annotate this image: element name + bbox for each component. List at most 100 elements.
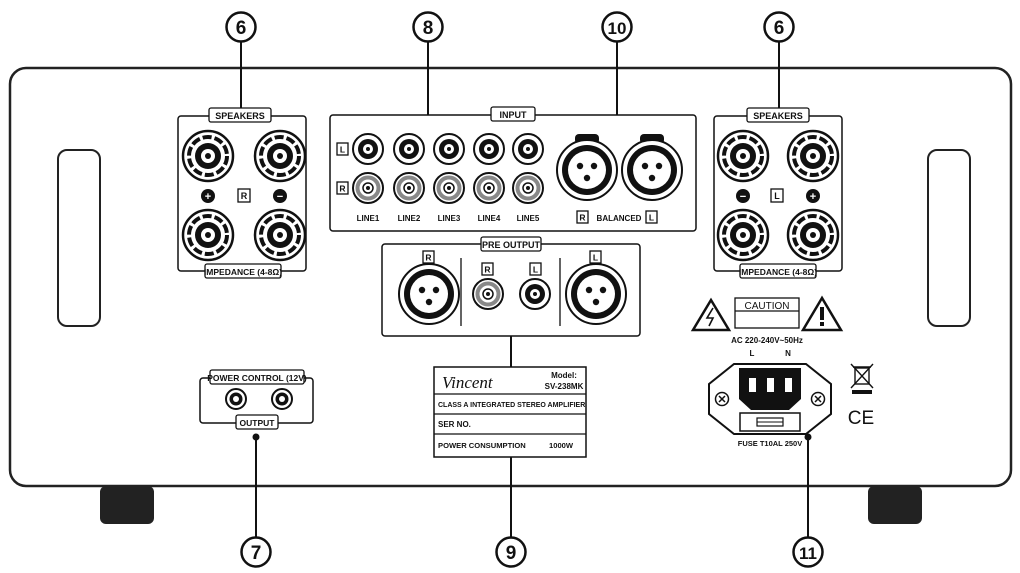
svg-text:9: 9 [506,543,517,564]
svg-text:R: R [484,265,490,275]
balanced-r-label: R [579,213,585,223]
speaker-terminal[interactable] [181,129,235,183]
plus-icon [201,189,215,203]
svg-text:POWER CONSUMPTION: POWER CONSUMPTION [438,441,526,450]
speaker-terminal[interactable] [253,129,307,183]
speaker-terminal[interactable] [253,208,307,262]
brand-logo: Vincent [442,373,494,392]
input-section: INPUT L R LINE1 LINE2 LINE3 LINE4 LINE5 … [329,106,697,232]
trigger-jack[interactable] [271,388,293,410]
svg-text:−: − [740,191,746,203]
speaker-terminal[interactable] [716,129,770,183]
speakers-right-impedance: IMPEDANCE (4-8Ω) [739,267,817,277]
speaker-terminal[interactable] [786,208,840,262]
handle-left [57,149,101,327]
power-control-section: POWER CONTROL (12V) OUTPUT [199,369,314,430]
rca-jack-line1-l[interactable] [352,133,384,165]
ce-mark: CE [848,408,874,429]
pre-output-section: PRE OUTPUT R R L L [381,236,641,337]
svg-text:11: 11 [799,544,817,563]
trigger-jack[interactable] [225,388,247,410]
power-control-output: OUTPUT [240,418,276,428]
line-label: LINE4 [478,214,501,223]
callout-9: 9 [495,536,527,568]
svg-text:FUSE T10AL 250V: FUSE T10AL 250V [738,439,802,448]
svg-text:R: R [425,253,431,263]
rca-jack-line2-l[interactable] [393,133,425,165]
svg-text:6: 6 [774,18,785,39]
line-label: LINE2 [398,214,421,223]
rca-pre-output-r[interactable] [471,277,505,311]
pre-output-title: PRE OUTPUT [482,240,541,250]
balanced-label: BALANCED [597,214,642,223]
rca-jack-line3-r[interactable] [432,171,466,205]
svg-text:L: L [533,265,538,275]
rca-jack-line5-r[interactable] [511,171,545,205]
input-row-l: L [340,145,345,155]
rca-jack-line3-l[interactable] [433,133,465,165]
caution-label: CAUTION AC 220-240V~50Hz [690,295,844,345]
line-label: LINE5 [517,214,540,223]
svg-text:AC 220-240V~50Hz: AC 220-240V~50Hz [731,336,803,345]
xlr-pre-output-r[interactable] [398,263,460,325]
svg-text:10: 10 [608,19,627,38]
svg-text:−: − [277,191,283,203]
svg-text:L: L [593,253,598,263]
svg-text:Model:: Model: [551,371,577,380]
speaker-terminal[interactable] [181,208,235,262]
callout-11: 11 [792,536,824,568]
callout-6-right: 6 [763,11,795,43]
xlr-balanced-input-l[interactable] [621,139,683,201]
speakers-right-section: SPEAKERS − + L IMPEDANCE (4-8Ω) [713,107,843,279]
power-inlet: L N FUSE T10AL 250V [708,349,832,448]
speakers-left-section: SPEAKERS + − R IMPEDANCE (4-8Ω) [177,107,307,279]
chassis-foot-left [100,486,154,524]
nameplate: Vincent Model: SV-238MK CLASS A INTEGRAT… [433,366,587,458]
svg-text:6: 6 [236,18,247,39]
handle-right [927,149,971,327]
svg-text:+: + [810,191,816,203]
input-row-r: R [339,184,345,194]
speakers-right-title: SPEAKERS [753,111,803,121]
line-label: LINE3 [438,214,461,223]
svg-text:8: 8 [423,18,434,39]
svg-text:L: L [750,349,755,358]
rca-jack-line4-r[interactable] [472,171,506,205]
xlr-balanced-input-r[interactable] [556,139,618,201]
chassis-foot-right [868,486,922,524]
input-title: INPUT [500,110,528,120]
balanced-l-label: L [649,213,654,223]
callout-8: 8 [412,11,444,43]
minus-icon [736,189,750,203]
svg-text:CAUTION: CAUTION [745,301,790,312]
svg-text:CLASS A INTEGRATED STEREO AMPL: CLASS A INTEGRATED STEREO AMPLIFIER [438,402,585,409]
speaker-terminal[interactable] [716,208,770,262]
rca-jack-line4-l[interactable] [473,133,505,165]
svg-text:N: N [785,349,791,358]
rca-jack-line1-r[interactable] [351,171,385,205]
rca-pre-output-l[interactable] [519,278,551,310]
speaker-terminal[interactable] [786,129,840,183]
callout-6-left: 6 [225,11,257,43]
model-number: SV-238MK [545,382,584,391]
rca-jack-line5-l[interactable] [512,133,544,165]
svg-text:+: + [205,191,211,203]
xlr-pre-output-l[interactable] [565,263,627,325]
callout-10: 10 [601,11,633,43]
svg-text:SER NO.: SER NO. [438,420,471,429]
minus-icon [273,189,287,203]
speakers-left-title: SPEAKERS [215,111,265,121]
svg-text:7: 7 [251,543,262,564]
line-label: LINE1 [357,214,380,223]
electric-hazard-icon [690,297,732,332]
rca-jack-line2-r[interactable] [392,171,426,205]
power-control-title: POWER CONTROL (12V) [207,373,307,383]
speakers-left-channel: R [241,191,248,201]
speakers-right-channel: L [774,191,780,201]
plus-icon [806,189,820,203]
svg-text:1000W: 1000W [549,441,574,450]
callout-7: 7 [240,536,272,568]
weee-bin-icon [850,363,874,394]
speakers-left-impedance: IMPEDANCE (4-8Ω) [204,267,282,277]
